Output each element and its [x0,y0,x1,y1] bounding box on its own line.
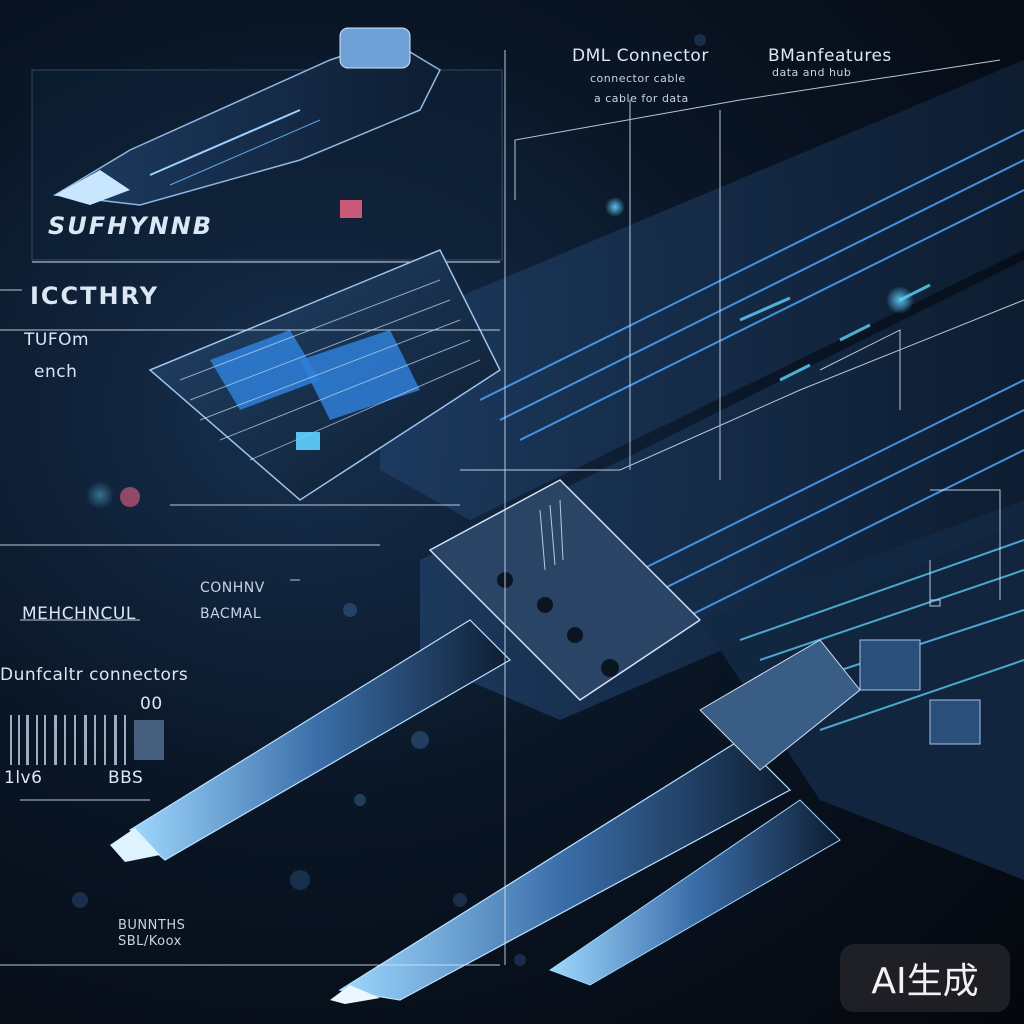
top-title-2: BManfeatures [768,46,892,66]
top-sub-1a: connector cable [590,72,686,85]
lower-pens [110,619,861,1004]
left-sub-2: ench [34,362,78,382]
top-sub-1b: a cable for data [594,92,689,105]
ai-generated-badge: AI生成 [840,944,1010,1012]
top-device [52,27,441,218]
circuit-board [148,249,501,501]
top-title-1: DML Connector [572,46,709,66]
wire-lines [0,50,1024,966]
bokeh-dots [72,34,706,966]
mid-left-3: BACMAL [200,606,262,622]
data-num-1: 00 [140,694,163,714]
mid-left-1: MEHCHNCUL [22,604,136,624]
lower-machine [700,500,1024,880]
data-num-2: 1lv6 [4,768,43,788]
mid-left-2: CONHNV [200,580,265,596]
bottom-label-1: BUNNTHS [118,918,186,933]
left-sub-1: TUFOm [24,330,90,350]
data-bars [10,715,164,765]
top-sub-2: data and hub [772,66,852,79]
left-title-2: ICCTHRY [30,282,160,310]
data-num-3: BBS [108,768,144,788]
bottom-label-2: SBL/Koox [118,934,182,949]
ai-generated-text: AI生成 [871,961,979,1002]
data-title: Dunfcaltr connectors [0,665,189,685]
left-title-1: SUFHYNNB [48,212,214,240]
